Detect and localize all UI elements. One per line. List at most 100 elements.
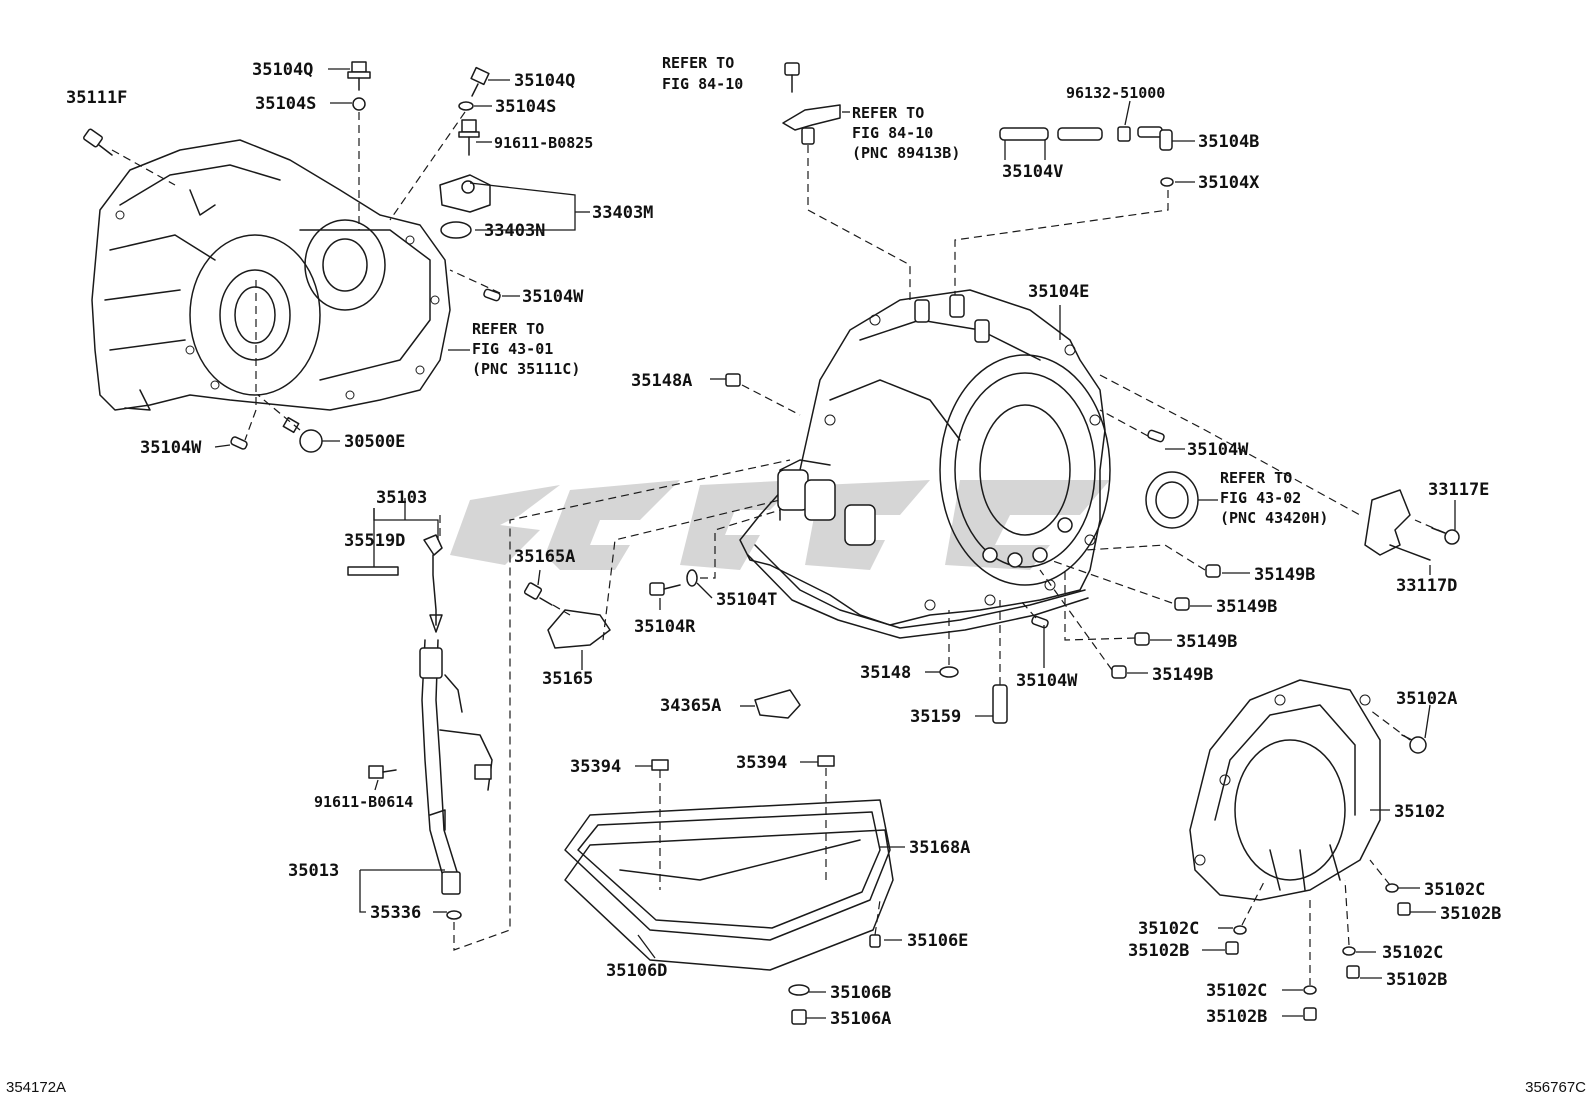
label-35104Q-a: 35104Q bbox=[252, 60, 313, 80]
clip-96132-51000 bbox=[1117, 126, 1131, 142]
ref4-line1: REFER TO bbox=[1220, 469, 1292, 487]
part-labels: 35111F 35104Q 35104S 35104Q 35104S 91611… bbox=[66, 54, 1501, 1029]
assembly-dashed-lines bbox=[111, 111, 1446, 985]
label-35104S-b: 35104S bbox=[495, 97, 556, 117]
leader-lines bbox=[214, 68, 1456, 1019]
footer-left-code: 354172A bbox=[6, 1079, 66, 1096]
ref2-line1: REFER TO bbox=[852, 104, 924, 122]
label-35104W-d: 35104W bbox=[1016, 671, 1078, 691]
bolt-35102A bbox=[1401, 734, 1427, 754]
o-ring-35102C-a bbox=[1385, 883, 1399, 893]
label-33403M: 33403M bbox=[592, 203, 653, 223]
pin-35159 bbox=[992, 684, 1008, 724]
plug-35102B-a bbox=[1397, 902, 1411, 916]
label-35149B-d: 35149B bbox=[1152, 665, 1213, 685]
oil-filler-tube-35013 bbox=[419, 639, 493, 895]
label-34365A: 34365A bbox=[660, 696, 721, 716]
transaxle-housing-drawing bbox=[91, 139, 451, 411]
label-35102B-a: 35102B bbox=[1440, 904, 1501, 924]
label-35102B-b: 35102B bbox=[1128, 941, 1189, 961]
label-35336: 35336 bbox=[370, 903, 421, 923]
label-35159: 35159 bbox=[910, 707, 961, 727]
pin-35104W-c bbox=[1147, 429, 1165, 443]
footer-right-code: 356767C bbox=[1525, 1079, 1586, 1096]
extension-housing-35102 bbox=[1189, 679, 1381, 901]
o-ring-35104T bbox=[686, 569, 698, 587]
sensor-33403M bbox=[439, 174, 491, 213]
o-ring-35104S-a bbox=[352, 97, 366, 111]
plug-35104Q-a bbox=[347, 61, 371, 91]
ref3-line1: REFER TO bbox=[472, 320, 544, 338]
o-ring-33403N bbox=[440, 221, 472, 239]
label-35106E: 35106E bbox=[907, 931, 968, 951]
oil-seal bbox=[1145, 471, 1199, 529]
label-35104Q-b: 35104Q bbox=[514, 71, 575, 91]
label-35111F: 35111F bbox=[66, 88, 127, 108]
label-35102C-c: 35102C bbox=[1382, 943, 1443, 963]
label-35013: 35013 bbox=[288, 861, 339, 881]
plug-35149B-a bbox=[1205, 564, 1221, 578]
label-91611-B0614: 91611-B0614 bbox=[314, 793, 413, 811]
o-ring-35104X bbox=[1160, 177, 1174, 187]
label-35519D: 35519D bbox=[344, 531, 405, 551]
magnet-35394-b bbox=[817, 755, 835, 767]
label-35103: 35103 bbox=[376, 488, 427, 508]
transmission-case-drawing bbox=[739, 289, 1111, 639]
label-35104E: 35104E bbox=[1028, 282, 1089, 302]
label-35102C-a: 35102C bbox=[1424, 880, 1485, 900]
gasket-35106B bbox=[788, 984, 810, 996]
speed-sensor bbox=[782, 104, 841, 145]
plug-35149B-b bbox=[1174, 597, 1190, 611]
plug-35148A bbox=[725, 373, 741, 387]
bolt-35165A bbox=[523, 582, 553, 606]
label-35104R: 35104R bbox=[634, 617, 696, 637]
washer-35148 bbox=[939, 666, 959, 678]
bolt-91611-B0825 bbox=[458, 119, 480, 156]
label-33403N: 33403N bbox=[484, 221, 545, 241]
label-35168A: 35168A bbox=[909, 838, 970, 858]
label-35104T: 35104T bbox=[716, 590, 777, 610]
label-35104W-c: 35104W bbox=[1187, 440, 1249, 460]
pin-35104W-d bbox=[1031, 615, 1049, 629]
plug-35102B-d bbox=[1303, 1007, 1317, 1021]
magnet-35394-a bbox=[651, 759, 669, 771]
plug-35149B-c bbox=[1134, 632, 1150, 646]
label-35102C-d: 35102C bbox=[1206, 981, 1267, 1001]
breather-plug-35104B bbox=[1137, 126, 1173, 151]
label-35104B: 35104B bbox=[1198, 132, 1259, 152]
o-ring-35104S-b bbox=[458, 101, 474, 111]
label-35148A: 35148A bbox=[631, 371, 692, 391]
plug-35106E bbox=[869, 934, 881, 948]
label-35165: 35165 bbox=[542, 669, 593, 689]
bolt-35104R bbox=[649, 582, 681, 596]
label-91611-B0825: 91611-B0825 bbox=[494, 134, 593, 152]
ref3-line3: (PNC 35111C) bbox=[472, 360, 580, 378]
ref2-line3: (PNC 89413B) bbox=[852, 144, 960, 162]
oil-pan-35106D bbox=[564, 799, 894, 971]
pin-35104W-a bbox=[483, 288, 501, 302]
label-35102: 35102 bbox=[1394, 802, 1445, 822]
label-35165A: 35165A bbox=[514, 547, 575, 567]
plug-35106A bbox=[791, 1009, 807, 1025]
plug-35102B-b bbox=[1225, 941, 1239, 955]
bracket-34365A bbox=[754, 689, 801, 719]
o-ring-35102C-b bbox=[1233, 925, 1247, 935]
label-35149B-a: 35149B bbox=[1254, 565, 1315, 585]
label-35104W-a: 35104W bbox=[522, 287, 584, 307]
label-33117E: 33117E bbox=[1428, 480, 1489, 500]
plug-35104Q-b bbox=[470, 66, 490, 97]
label-35102A: 35102A bbox=[1396, 689, 1457, 709]
label-35149B-c: 35149B bbox=[1176, 632, 1237, 652]
label-35106B: 35106B bbox=[830, 983, 891, 1003]
plug-30500E bbox=[282, 416, 323, 453]
label-35106A: 35106A bbox=[830, 1009, 891, 1029]
ref2-line2: FIG 84-10 bbox=[852, 124, 933, 142]
label-96132-51000: 96132-51000 bbox=[1066, 84, 1165, 102]
label-35106D: 35106D bbox=[606, 961, 667, 981]
plug-35102B-c bbox=[1346, 965, 1360, 979]
pin-35104W-b bbox=[230, 436, 248, 450]
ref3-line2: FIG 43-01 bbox=[472, 340, 553, 358]
label-35394-a: 35394 bbox=[570, 757, 621, 777]
label-35149B-b: 35149B bbox=[1216, 597, 1277, 617]
